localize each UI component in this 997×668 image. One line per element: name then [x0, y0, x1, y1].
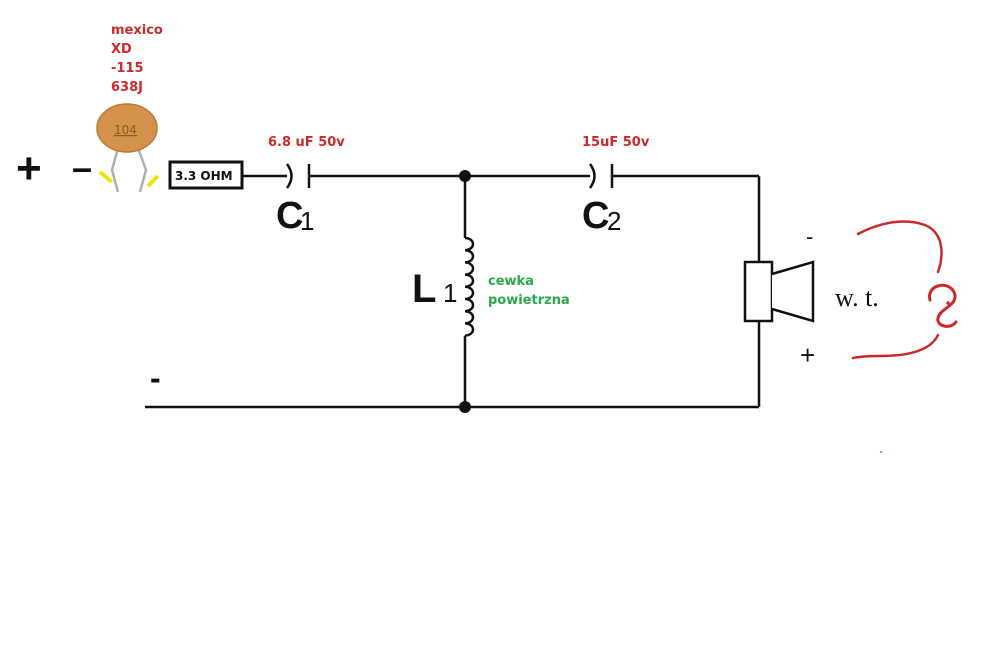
speaker-cone — [771, 260, 815, 323]
c1-letter: C — [276, 195, 303, 237]
yellow-lead-right — [146, 174, 160, 188]
l1-coil — [464, 236, 475, 337]
input-minus-sign: – — [72, 147, 92, 188]
c1-index: 1 — [300, 206, 314, 236]
red-question-dot — [946, 301, 950, 305]
red-scribble-bottom — [851, 333, 940, 360]
capacitor-lead-left — [110, 147, 120, 193]
red-scribble-top — [856, 220, 943, 274]
capacitor-lead-right — [136, 147, 148, 193]
red-stray-dot — [880, 451, 882, 453]
speaker-label: w. t. — [835, 283, 879, 312]
note-line-2: XD — [111, 42, 132, 57]
l1-note-line-2: powietrzna — [488, 293, 570, 308]
capacitor-code: 104 — [114, 123, 137, 137]
l1-letter: L — [412, 267, 436, 311]
c2-index: 2 — [607, 206, 621, 236]
junction-bottom — [459, 401, 471, 413]
c2-letter: C — [582, 195, 609, 237]
note-line-1: mexico — [111, 23, 163, 38]
input-plus-sign: + — [16, 144, 42, 193]
c1-value: 6.8 uF 50v — [268, 135, 345, 150]
speaker-minus: - — [806, 224, 813, 249]
note-line-4: 638J — [111, 80, 143, 95]
c2-value: 15uF 50v — [582, 135, 650, 150]
capacitor-disc — [96, 103, 158, 153]
resistor-box — [168, 160, 244, 190]
c2-curved-plate — [588, 163, 596, 189]
l1-note-line-1: cewka — [488, 274, 534, 289]
red-question-mark-icon — [928, 283, 958, 328]
resistor-label: 3.3 OHM — [175, 169, 233, 183]
yellow-lead-left — [98, 170, 114, 184]
speaker-plus: + — [800, 340, 815, 370]
speaker-magnet — [743, 260, 774, 323]
note-line-3: -115 — [111, 61, 144, 76]
ground-minus-sign: - — [150, 360, 161, 396]
ceramic-capacitor-picture: 104 — [96, 103, 160, 193]
l1-index: 1 — [443, 278, 457, 308]
c1-curved-plate — [285, 163, 293, 189]
